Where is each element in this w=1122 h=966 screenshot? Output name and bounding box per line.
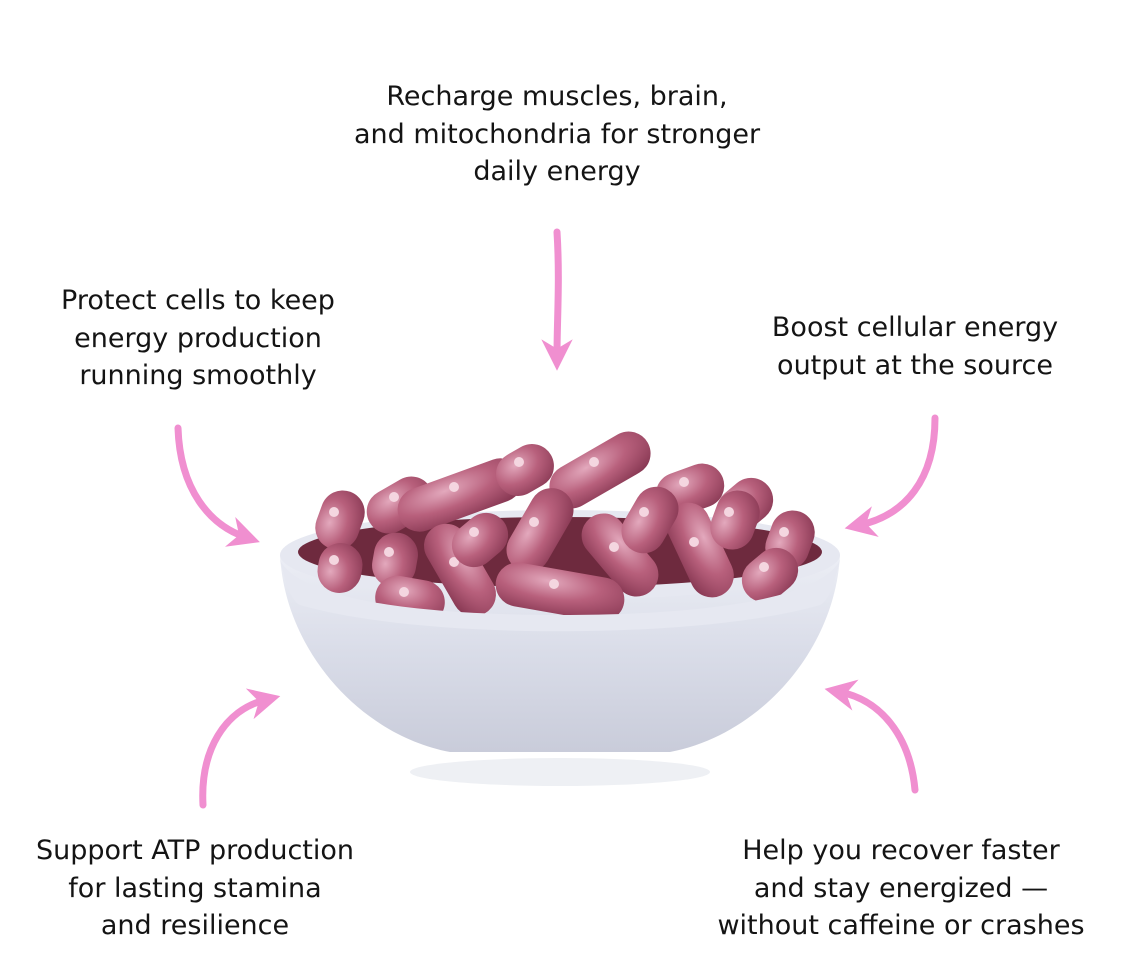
capsule-highlight	[779, 527, 789, 537]
capsule	[741, 547, 799, 603]
benefit-line: output at the source	[777, 349, 1053, 381]
capsule	[495, 562, 625, 622]
capsule	[451, 512, 509, 568]
arrow-down-icon	[541, 228, 573, 371]
capsule-highlight	[329, 555, 339, 565]
capsule-highlight	[384, 547, 394, 557]
benefit-line: daily energy	[473, 156, 641, 187]
benefit-line: Support ATP production	[35, 835, 355, 866]
benefit-right-top: Boost cellular energy output at the sour…	[772, 309, 1058, 384]
capsule-highlight	[639, 507, 649, 517]
benefit-top: Recharge muscles, brain, and mitochondri…	[354, 78, 760, 191]
capsule	[549, 431, 651, 509]
capsule	[424, 523, 496, 617]
capsule-highlight	[549, 579, 559, 589]
capsule	[710, 490, 760, 550]
capsule-highlight	[609, 542, 619, 552]
capsule-highlight	[679, 477, 689, 487]
bowl-front-rim	[280, 560, 840, 632]
benefit-line: for lasting stamina	[68, 872, 322, 904]
capsule	[581, 513, 659, 597]
benefit-line: without caffeine or crashes	[717, 910, 1085, 941]
arrow-curved-right-icon	[174, 424, 260, 547]
capsule	[315, 490, 365, 550]
capsule	[496, 444, 554, 496]
benefit-line: running smoothly	[79, 360, 317, 391]
arrow-curved-up-right-icon	[199, 688, 281, 809]
capsule	[666, 502, 734, 598]
benefit-line: and resilience	[100, 910, 290, 941]
capsule	[397, 458, 523, 532]
benefit-left-top: Protect cells to keep energy production …	[61, 282, 335, 395]
benefit-line: energy production	[74, 322, 322, 354]
capsule	[621, 486, 679, 554]
capsule-highlight	[589, 457, 599, 467]
capsule-highlight	[449, 482, 459, 492]
benefit-line: Help you recover faster	[742, 835, 1060, 866]
capsule-highlight	[514, 457, 524, 467]
capsule	[506, 488, 574, 572]
benefit-line: Protect cells to keep	[61, 285, 335, 316]
benefit-line: and stay energized —	[753, 872, 1049, 904]
capsule	[317, 543, 363, 593]
benefit-bottom-right: Help you recover faster and stay energiz…	[717, 832, 1084, 945]
benefit-line: Recharge muscles, brain,	[386, 81, 728, 112]
capsule-highlight	[449, 557, 459, 567]
capsule-highlight	[689, 537, 699, 547]
capsule-pile	[315, 431, 815, 625]
arrow-curved-left-icon	[844, 414, 939, 537]
capsule-highlight	[529, 517, 539, 527]
capsule	[372, 532, 418, 588]
capsule-highlight	[724, 507, 734, 517]
capsule-highlight	[469, 527, 479, 537]
benefit-line: and mitochondria for stronger	[353, 118, 761, 150]
benefit-bottom-left: Support ATP production for lasting stami…	[36, 832, 354, 945]
capsule-highlight	[759, 562, 769, 572]
capsule-highlight	[389, 492, 399, 502]
capsule-highlight	[329, 507, 339, 517]
arrow-curved-up-left-icon	[824, 679, 919, 794]
benefit-line: Boost cellular energy	[771, 312, 1059, 343]
capsule-highlight	[399, 587, 409, 597]
bowl	[280, 510, 840, 786]
